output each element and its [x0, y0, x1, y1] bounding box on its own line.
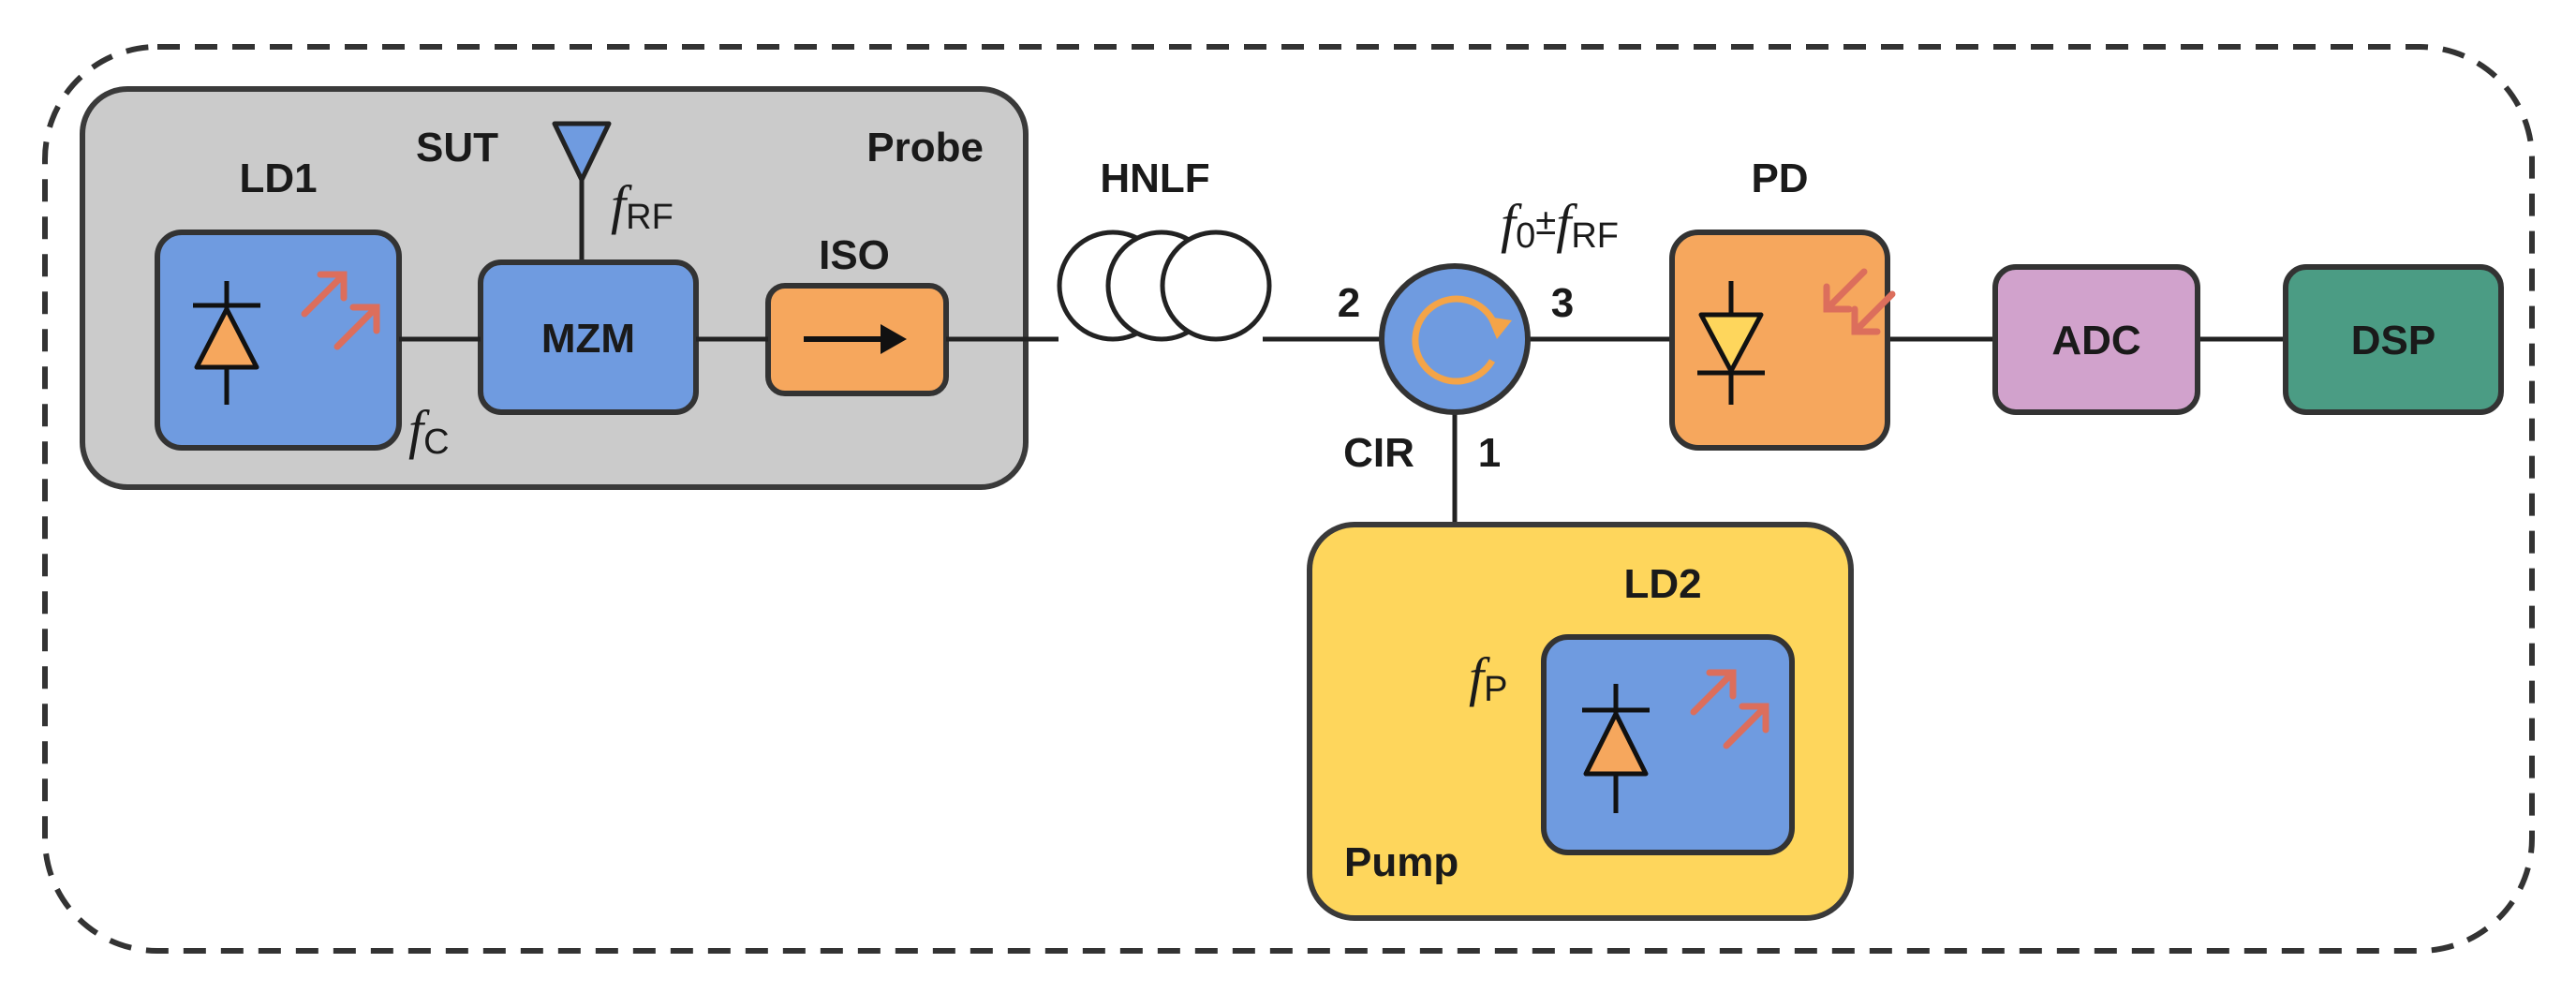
- sut-label: SUT: [416, 125, 498, 170]
- ld1-label: LD1: [239, 156, 317, 201]
- circulator-rotation-icon: [1412, 295, 1512, 385]
- ld1-emission-arrows-icon: [301, 271, 380, 350]
- system-boundary: [42, 44, 2535, 954]
- cir-port-2: 2: [1338, 280, 1360, 326]
- ld2-emission-arrows-icon: [1690, 669, 1769, 749]
- adc-label: ADC: [2051, 318, 2140, 363]
- frf-label: fRF: [611, 174, 674, 237]
- pd-label: PD: [1751, 156, 1808, 201]
- pd-box: [1669, 230, 1890, 451]
- mzm-label: MZM: [541, 316, 635, 362]
- pd-incoming-light-arrows-icon: [1823, 268, 1896, 335]
- ld1-box: [155, 230, 402, 451]
- cir-label: CIR: [1343, 430, 1414, 476]
- cir-port-1: 1: [1478, 430, 1501, 476]
- antenna-icon: [552, 121, 612, 262]
- ld2-label: LD2: [1623, 561, 1701, 607]
- isolator-arrow-icon: [804, 324, 907, 354]
- hnlf-label: HNLF: [1100, 156, 1209, 201]
- photodiode-icon: [1697, 281, 1765, 405]
- cir-port-3: 3: [1551, 280, 1574, 326]
- hnlf-fiber-coil-icon: [1057, 230, 1272, 342]
- dsp-label: DSP: [2351, 318, 2435, 363]
- iso-label: ISO: [819, 232, 890, 278]
- adc-box: [1992, 264, 2200, 415]
- pump-label: Pump: [1344, 839, 1458, 885]
- ld2-box: [1541, 634, 1795, 855]
- dsp-box: [2283, 264, 2504, 415]
- circulator: [1379, 263, 1531, 415]
- probe-label: Probe: [866, 125, 984, 170]
- ld1-diode-icon: [193, 281, 260, 405]
- ld2-diode-icon: [1582, 684, 1650, 813]
- f0-frf-label: f0±fRF: [1501, 193, 1619, 256]
